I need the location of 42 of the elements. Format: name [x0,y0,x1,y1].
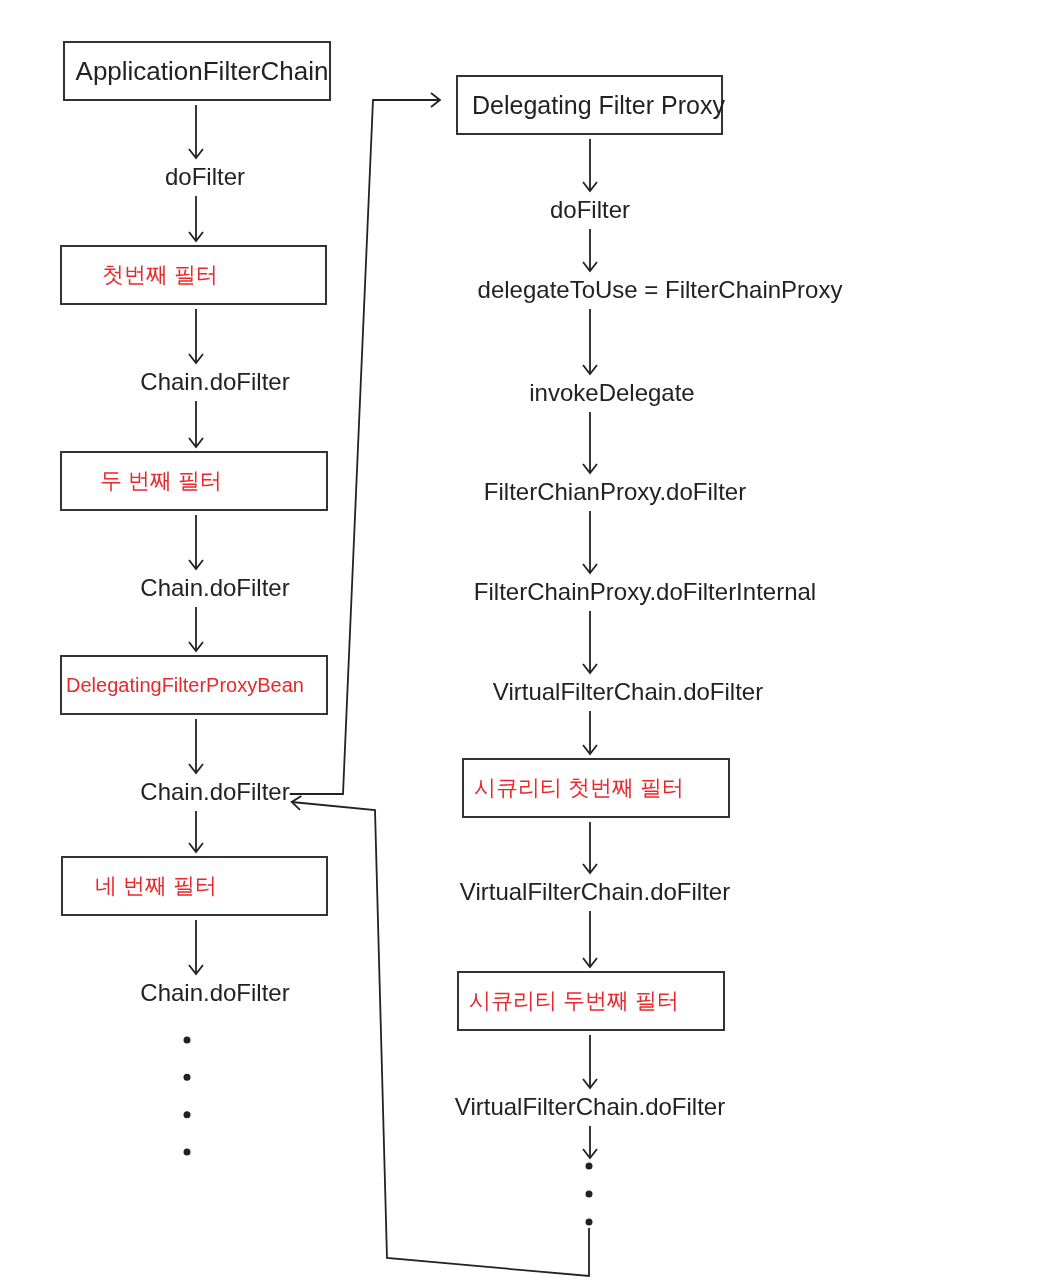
arrow [582,821,598,874]
method-call-label: FilterChianProxy.doFilter [483,477,747,507]
process-box: 시큐리티 두번째 필터 [457,971,725,1031]
process-box: 두 번째 필터 [60,451,328,511]
arrow [188,195,204,242]
arrow [582,1034,598,1089]
arrow [188,919,204,975]
method-call-label: Chain.doFilter [140,978,290,1008]
method-call-label: delegateToUse = FilterChainProxy [477,275,843,305]
method-call-label: FilterChainProxy.doFilterInternal [473,577,817,607]
process-box: ApplicationFilterChain [63,41,331,101]
arrow [582,228,598,272]
arrow [582,138,598,192]
arrow [582,910,598,968]
arrow [582,1125,598,1159]
method-call-label: Chain.doFilter [140,573,290,603]
arrow [582,411,598,474]
arrow [288,92,441,795]
method-call-label: Chain.doFilter [140,777,290,807]
method-call-label: invokeDelegate [529,378,695,408]
arrow [290,795,590,1277]
arrow [188,308,204,364]
process-box: 첫번째 필터 [60,245,327,305]
method-call-label: VirtualFilterChain.doFilter [492,677,764,707]
arrow [188,400,204,448]
arrow [582,510,598,574]
process-box: 네 번째 필터 [61,856,328,916]
arrow [188,514,204,570]
arrow [188,810,204,853]
method-call-label: Chain.doFilter [140,367,290,397]
method-call-label: VirtualFilterChain.doFilter [454,1092,726,1122]
process-box: DelegatingFilterProxyBean [60,655,328,715]
method-call-label: doFilter [165,162,245,192]
arrow [582,710,598,755]
arrow [188,718,204,774]
arrow [582,308,598,375]
arrow [188,104,204,159]
method-call-label: doFilter [550,195,630,225]
process-box: 시큐리티 첫번째 필터 [462,758,730,818]
method-call-label: VirtualFilterChain.doFilter [459,877,731,907]
arrow [188,606,204,652]
arrow [582,610,598,674]
